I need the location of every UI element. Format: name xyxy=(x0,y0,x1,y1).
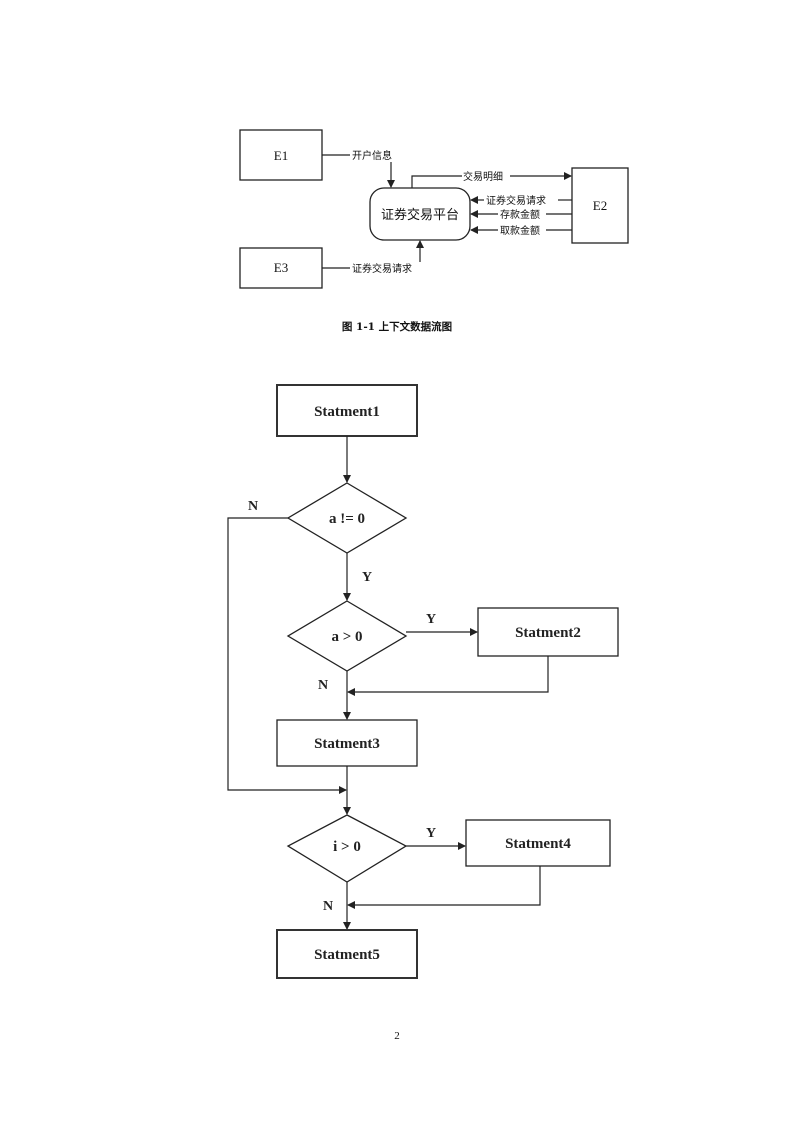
condition-2-label: a > 0 xyxy=(331,629,362,645)
entity-e2 xyxy=(571,167,629,244)
entity-e1 xyxy=(239,129,323,181)
flow-label-open-account: 开户信息 xyxy=(352,149,392,162)
condition-3-label: i > 0 xyxy=(333,839,361,855)
condition-1-yes-label: Y xyxy=(362,570,372,585)
arrow-s4-merge xyxy=(347,866,541,909)
page-number: 2 xyxy=(394,1030,400,1042)
flow-label-detail: 交易明细 xyxy=(463,170,503,183)
figure-caption: 图 1-1 上下文数据流图 xyxy=(342,320,452,333)
arrow-cond1-no xyxy=(227,517,347,794)
flow-label-deposit: 存款金额 xyxy=(500,208,540,221)
arrow-s2-merge xyxy=(347,656,549,696)
flow-label-withdraw: 取款金额 xyxy=(500,224,540,237)
entity-e3-label: E3 xyxy=(274,260,288,275)
flow-label-e3-request: 证券交易请求 xyxy=(352,262,412,275)
flow-label-request: 证券交易请求 xyxy=(486,194,546,207)
entity-e1-label: E1 xyxy=(274,148,288,163)
statement-3-label: Statment3 xyxy=(314,736,380,752)
condition-3-yes-label: Y xyxy=(426,826,436,841)
condition-1-no-label: N xyxy=(248,499,258,514)
process-label: 证券交易平台 xyxy=(381,207,459,223)
statement-5-label: Statment5 xyxy=(314,947,380,963)
statement-4-label: Statment4 xyxy=(505,836,571,852)
statement-1-label: Statment1 xyxy=(314,404,380,420)
condition-2-yes-label: Y xyxy=(426,612,436,627)
statement-2-label: Statment2 xyxy=(515,625,581,641)
statement-5-box xyxy=(276,929,418,979)
entity-e2-label: E2 xyxy=(593,198,607,213)
statement-1-box xyxy=(276,384,418,437)
condition-2-no-label: N xyxy=(318,678,328,693)
condition-3-no-label: N xyxy=(323,899,333,914)
entity-e3 xyxy=(239,247,323,289)
condition-1-label: a != 0 xyxy=(329,511,365,527)
flow-line-detail xyxy=(411,175,462,188)
flowchart: Statment1 a != 0 N Y a > 0 Y Statment2 N… xyxy=(227,384,619,979)
context-data-flow-diagram: E1 E2 E3 证券交易平台 开户信息 交易明细 证券交易请求 存款金额 取款… xyxy=(239,129,629,333)
statement-3-box xyxy=(276,719,418,767)
statement-4-box xyxy=(465,819,611,867)
